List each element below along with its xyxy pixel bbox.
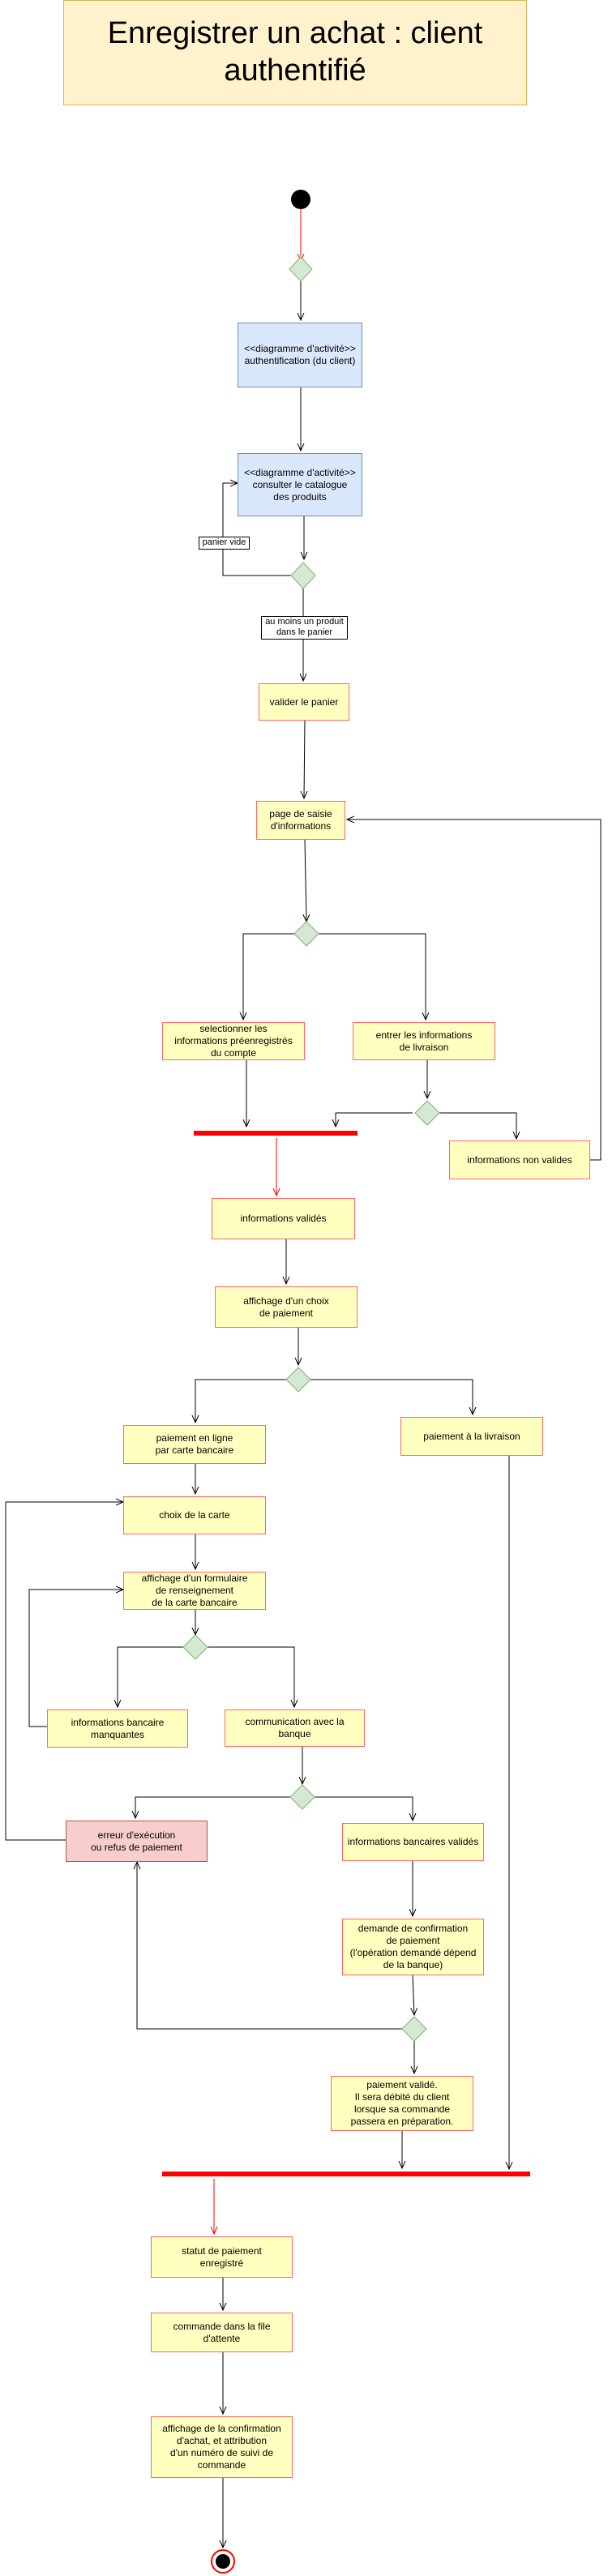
activity-paiement-livraison[interactable]: paiement à la livraison — [400, 1417, 543, 1456]
flow-d5-livraison — [310, 1379, 473, 1414]
flow-valider-saisie — [304, 720, 305, 798]
activity-file-attente[interactable]: commande dans la file d'attente — [151, 2313, 293, 2352]
diagram-title: Enregistrer un achat : client authentifi… — [63, 0, 527, 105]
flow-d6-communication — [208, 1646, 294, 1707]
activity-affichage-confirmation[interactable]: affichage de la confirmation d'achat, et… — [151, 2416, 293, 2478]
flow-d3-preenregistres — [243, 933, 296, 1020]
activity-entrer-livraison[interactable]: entrer les informations de livraison — [353, 1022, 495, 1060]
final-node — [216, 2554, 230, 2569]
activity-demande-confirmation[interactable]: demande de confirmation de paiement (l'o… — [342, 1919, 484, 1975]
decision-node-carte — [182, 1634, 208, 1660]
activity-valider-panier[interactable]: valider le panier — [259, 683, 349, 721]
activity-authentification[interactable]: <<diagramme d'activité>> authentificatio… — [238, 323, 362, 387]
activity-selectionner-preenregistres[interactable]: selectionner les informations préenregis… — [162, 1022, 305, 1060]
activity-affichage-choix-paiement[interactable]: affichage d'un choix de paiement — [215, 1286, 358, 1328]
activity-formulaire-carte[interactable]: affichage d'un formulaire de renseigneme… — [123, 1572, 266, 1610]
decision-node-1 — [289, 256, 313, 282]
flow-erreur-choixcarte — [5, 1502, 123, 1841]
decision-node-paiement — [285, 1367, 311, 1393]
flow-demande-d8 — [413, 1975, 414, 2015]
decision-node-confirmation — [401, 2016, 427, 2042]
activity-erreur-paiement[interactable]: erreur d'exécution ou refus de paiement — [66, 1821, 208, 1862]
activity-informations-non-valides[interactable]: informations non valides — [449, 1140, 590, 1179]
flow-d4-nonvalides — [439, 1112, 516, 1139]
activity-consulter-catalogue[interactable]: <<diagramme d'activité>> consulter le ca… — [238, 453, 362, 516]
flow-d4-bar — [336, 1112, 413, 1127]
flow-saisie-d3 — [305, 839, 306, 922]
initial-node — [291, 190, 310, 209]
flow-nonvalides-saisie — [347, 819, 602, 1161]
join-bar-paiement — [162, 2172, 530, 2176]
flow-d7-bancaires — [315, 1796, 413, 1821]
flow-d6-manquantes — [118, 1646, 183, 1707]
activity-communication-banque[interactable]: communication avec la banque — [225, 1709, 365, 1747]
decision-node-banque — [289, 1784, 315, 1810]
activity-page-saisie[interactable]: page de saisie d'informations — [256, 801, 345, 840]
fork-bar-informations — [194, 1131, 358, 1136]
activity-informations-valides[interactable]: informations validés — [212, 1198, 355, 1239]
guard-au-moins-un-produit: au moins un produit dans le panier — [261, 616, 348, 640]
flow-d5-carte — [195, 1379, 287, 1423]
guard-panier-vide: panier vide — [199, 537, 250, 550]
flow-d7-erreur — [135, 1796, 291, 1818]
activity-statut-paiement[interactable]: statut de paiement enregistré — [151, 2236, 293, 2278]
decision-node-livraison — [414, 1100, 440, 1126]
activity-choix-carte[interactable]: choix de la carte — [123, 1496, 266, 1534]
activity-paiement-valide[interactable]: paiement validé. Il sera débité du clien… — [331, 2076, 473, 2131]
flow-d8-erreur — [137, 1862, 402, 2030]
flow-d3-entrer — [319, 933, 426, 1020]
flow-panier-vide-loop — [222, 483, 292, 576]
activity-informations-bancaires-validees[interactable]: informations bancaires validés — [342, 1823, 484, 1861]
decision-node-panier — [290, 562, 316, 589]
activity-informations-manquantes[interactable]: informations bancaire manquantes — [47, 1709, 188, 1748]
decision-node-informations — [293, 921, 319, 947]
activity-paiement-carte[interactable]: paiement en ligne par carte bancaire — [123, 1425, 266, 1464]
flow-manquantes-formulaire — [28, 1590, 123, 1727]
